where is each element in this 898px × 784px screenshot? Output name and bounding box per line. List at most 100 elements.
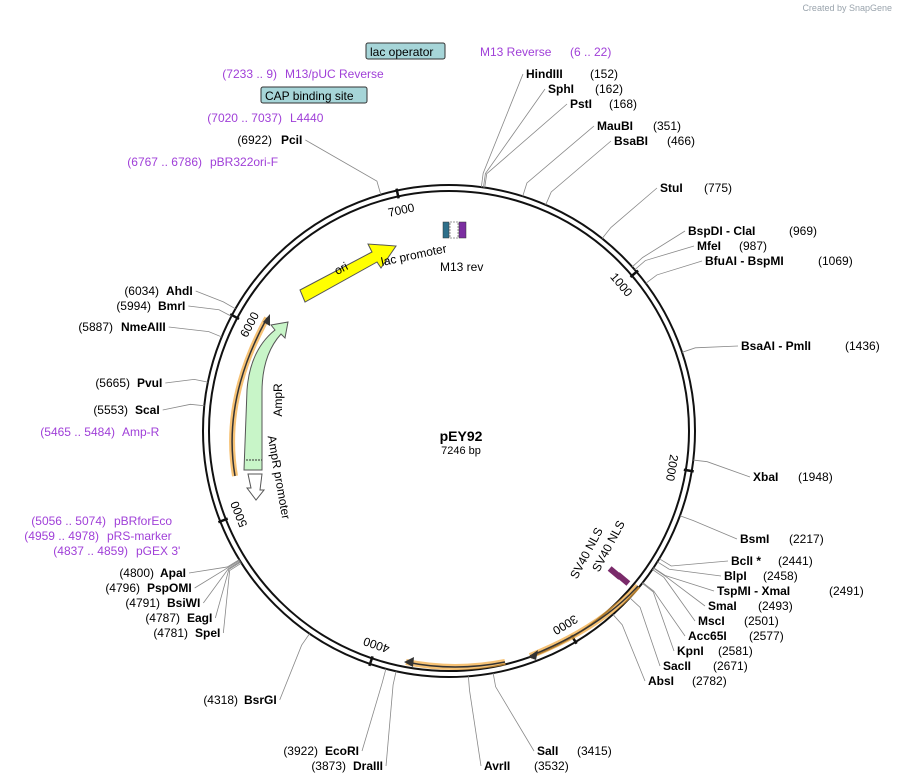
site-pos: (152) bbox=[590, 67, 618, 81]
tick-mark bbox=[368, 655, 374, 667]
tick-mark bbox=[217, 517, 229, 524]
site-label[interactable]: BlpI bbox=[724, 569, 747, 583]
site-label[interactable]: NmeAIII bbox=[121, 320, 166, 334]
site-label[interactable]: DraIII bbox=[353, 759, 383, 773]
site-leader-line bbox=[612, 614, 646, 682]
site-leader-line bbox=[679, 515, 738, 540]
site-label[interactable]: BsiWI bbox=[167, 596, 200, 610]
tick-mark bbox=[629, 269, 639, 278]
site-label[interactable]: PstI bbox=[570, 97, 592, 111]
site-pos: (6034) bbox=[124, 284, 159, 298]
site-leader-line bbox=[492, 672, 535, 752]
site-label[interactable]: EagI bbox=[187, 611, 212, 625]
primer-range: (5056 .. 5074) bbox=[31, 514, 106, 528]
site-label[interactable]: BsaAI - PmlI bbox=[741, 339, 811, 353]
site-label[interactable]: ScaI bbox=[135, 403, 160, 417]
sv40-nls-2-mark[interactable] bbox=[615, 572, 631, 586]
tick-mark bbox=[229, 313, 240, 321]
m13-rev-mark[interactable] bbox=[458, 221, 467, 239]
ori-feature-arrow[interactable] bbox=[299, 243, 397, 303]
primer-range: (7233 .. 9) bbox=[222, 67, 277, 81]
site-pos: (466) bbox=[667, 134, 695, 148]
primer-label[interactable]: L4440 bbox=[290, 111, 324, 125]
site-pos: (351) bbox=[653, 119, 681, 133]
site-pos: (775) bbox=[704, 181, 732, 195]
site-label[interactable]: KpnI bbox=[677, 644, 704, 658]
site-pos: (5665) bbox=[95, 376, 130, 390]
site-label[interactable]: AhdI bbox=[166, 284, 193, 298]
site-label[interactable]: XbaI bbox=[753, 470, 778, 484]
site-label[interactable]: BsaBI bbox=[614, 134, 648, 148]
site-leader-line bbox=[653, 567, 706, 607]
primer-range: (6767 .. 6786) bbox=[127, 155, 202, 169]
snapgene-credit: Created by SnapGene bbox=[802, 3, 892, 13]
site-label[interactable]: BspDI - ClaI bbox=[688, 224, 755, 238]
ampr-promoter-arrow[interactable] bbox=[246, 473, 266, 501]
primer-label[interactable]: pBRforEco bbox=[114, 514, 172, 528]
site-label[interactable]: SalI bbox=[537, 744, 558, 758]
site-label[interactable]: EcoRI bbox=[325, 744, 359, 758]
site-label[interactable]: MauBI bbox=[597, 119, 633, 133]
site-label[interactable]: SphI bbox=[548, 82, 574, 96]
site-leader-line bbox=[279, 633, 310, 701]
primer-label[interactable]: M13 Reverse bbox=[480, 45, 552, 59]
site-label[interactable]: ApaI bbox=[160, 566, 186, 580]
leader-layer bbox=[162, 73, 751, 767]
site-pos: (4318) bbox=[203, 693, 238, 707]
site-label[interactable]: SmaI bbox=[708, 599, 737, 613]
site-label[interactable]: BfuAI - BspMI bbox=[705, 254, 784, 268]
site-label[interactable]: TspMI - XmaI bbox=[717, 584, 790, 598]
site-label[interactable]: HindIII bbox=[526, 67, 563, 81]
site-label[interactable]: PciI bbox=[281, 133, 302, 147]
primer-label[interactable]: pRS-marker bbox=[107, 529, 172, 543]
site-pos: (4796) bbox=[105, 581, 140, 595]
site-labels-left: (3922) EcoRI (3873) DraIII (4318) BsrGI … bbox=[78, 133, 383, 773]
site-label[interactable]: BmrI bbox=[158, 299, 185, 313]
site-label[interactable]: AvrII bbox=[484, 759, 510, 773]
site-leader-line bbox=[188, 559, 240, 574]
site-pos: (2491) bbox=[829, 584, 864, 598]
site-label[interactable]: BsrGI bbox=[244, 693, 277, 707]
site-label[interactable]: PvuI bbox=[137, 376, 162, 390]
cap-site-mark[interactable] bbox=[442, 221, 450, 239]
site-leader-line bbox=[653, 567, 715, 592]
site-labels-right: HindIII (152) SphI (162) PstI (168) MauB… bbox=[484, 67, 880, 773]
site-pos: (987) bbox=[739, 239, 767, 253]
primer-range: (6 .. 22) bbox=[570, 45, 611, 59]
site-label[interactable]: BsmI bbox=[740, 532, 769, 546]
lac-promoter-mark[interactable] bbox=[449, 221, 459, 239]
site-leader-line bbox=[467, 676, 482, 767]
site-label[interactable]: StuI bbox=[660, 181, 683, 195]
bottom-orf-arrowhead bbox=[404, 657, 414, 667]
plasmid-size: 7246 bp bbox=[441, 445, 481, 457]
left-orf-arrowhead bbox=[263, 314, 270, 326]
primer-label[interactable]: pGEX 3' bbox=[136, 544, 180, 558]
primer-label[interactable]: pBR322ori-F bbox=[210, 155, 278, 169]
site-label[interactable]: PspOMI bbox=[147, 581, 192, 595]
site-leader-line bbox=[194, 560, 240, 589]
site-label[interactable]: BclI * bbox=[731, 554, 761, 568]
lac-operator-box[interactable] bbox=[365, 42, 446, 60]
site-label[interactable]: SpeI bbox=[195, 626, 220, 640]
site-label[interactable]: Acc65I bbox=[688, 629, 727, 643]
site-pos: (3532) bbox=[534, 759, 569, 773]
site-pos: (4787) bbox=[145, 611, 180, 625]
site-pos: (1069) bbox=[818, 254, 853, 268]
site-leader-line bbox=[305, 139, 382, 195]
site-leader-line bbox=[631, 230, 686, 268]
site-leader-line bbox=[601, 187, 658, 239]
ampr-feature-arrow[interactable] bbox=[243, 321, 289, 471]
primer-label[interactable]: Amp-R bbox=[122, 425, 160, 439]
site-leader-line bbox=[657, 561, 722, 577]
site-leader-line bbox=[659, 558, 729, 567]
site-leader-line bbox=[484, 103, 568, 188]
site-label[interactable]: MscI bbox=[698, 614, 725, 628]
site-pos: (168) bbox=[609, 97, 637, 111]
plasmid-name: pEY92 bbox=[440, 428, 483, 444]
site-label[interactable]: MfeI bbox=[697, 239, 721, 253]
site-label[interactable]: AbsI bbox=[648, 674, 674, 688]
site-label[interactable]: SacII bbox=[663, 659, 691, 673]
cap-binding-site-box[interactable] bbox=[260, 86, 368, 104]
primer-label[interactable]: M13/pUC Reverse bbox=[285, 67, 384, 81]
site-pos: (2458) bbox=[763, 569, 798, 583]
